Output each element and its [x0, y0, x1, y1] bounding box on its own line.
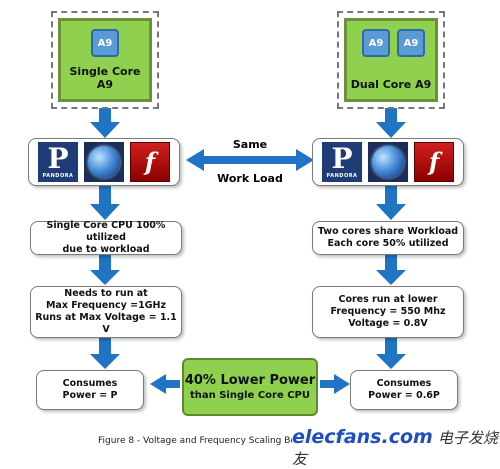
figure-caption: Figure 8 - Voltage and Frequency Scaling…: [98, 436, 380, 446]
flash-icon: f: [130, 142, 170, 182]
highlight-line1: 40% Lower Power: [184, 372, 316, 388]
watermark-brand: elecfans.com: [292, 426, 433, 448]
left-apps-box: P PANDORA f: [28, 138, 180, 186]
left-flow-arrows: [90, 108, 120, 369]
browser-globe-icon: [84, 142, 124, 182]
same-workload-arrow: [186, 149, 314, 171]
chip-label: Dual Core A9: [350, 78, 432, 91]
same-label: Same: [232, 138, 268, 151]
core-a9: A9: [362, 29, 390, 57]
right-apps-box: P PANDORA f: [312, 138, 464, 186]
dual-core-chip: A9 A9 Dual Core A9: [337, 11, 445, 109]
power-compare-arrow: [150, 374, 350, 394]
flash-icon: f: [414, 142, 454, 182]
chip-label: Single Core A9: [69, 65, 141, 91]
power-savings-highlight: 40% Lower Power than Single Core CPU: [182, 358, 318, 416]
core-a9: A9: [91, 29, 119, 57]
single-core-chip: A9 Single Core A9: [51, 11, 159, 109]
watermark: elecfans.com 电子发烧友: [292, 426, 500, 468]
highlight-line2: than Single Core CPU: [189, 389, 311, 401]
browser-globe-icon: [368, 142, 408, 182]
core-a9: A9: [397, 29, 425, 57]
right-flow-arrows: [376, 108, 406, 369]
pandora-icon: P PANDORA: [38, 142, 78, 182]
workload-label: Work Load: [217, 172, 283, 185]
pandora-icon: P PANDORA: [322, 142, 362, 182]
